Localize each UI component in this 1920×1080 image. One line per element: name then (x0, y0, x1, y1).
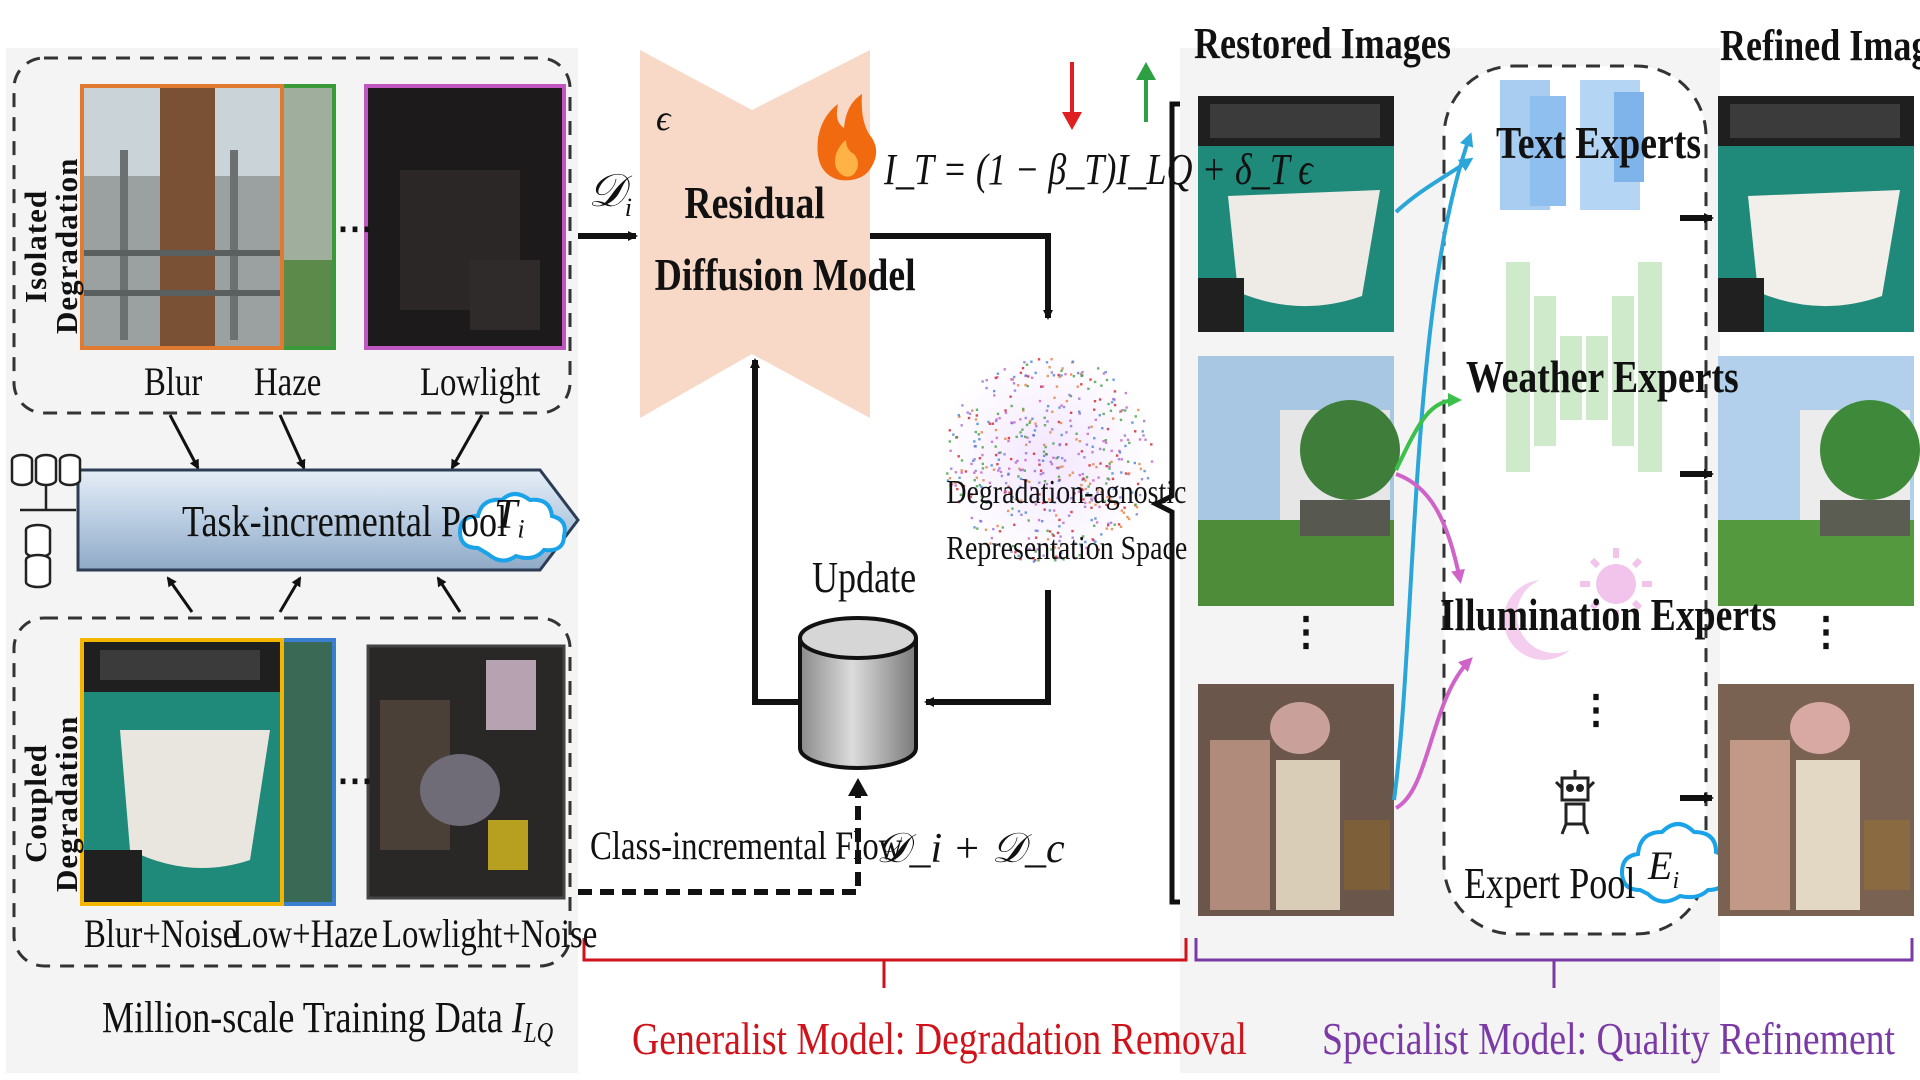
isolated-photo-blur-haze (80, 84, 336, 350)
illumination-experts-icon (1503, 548, 1652, 660)
label-lowlight: Lowlight (420, 359, 541, 404)
class-incremental-flow-symbol: 𝒟_i + 𝒟_c (876, 826, 1065, 872)
isolated-group-border (12, 56, 572, 415)
representation-noise (946, 358, 1154, 563)
equation: I_T = (1 − β_T)I_LQ + δ_T ϵ (884, 145, 1313, 194)
restored-vdots: ⋮ (1286, 609, 1326, 654)
diffusion-model-line1: Residual (684, 177, 826, 228)
task-pool-cloud-icon (457, 492, 567, 563)
refined-photo-illumination (1718, 684, 1914, 916)
expert-pool-label: Expert Pool (1464, 859, 1636, 908)
robot-icon (1554, 770, 1596, 835)
class-incremental-flow-label: Class-incremental Flow (590, 823, 903, 868)
class-incremental-flow-line (578, 784, 861, 895)
arrow-weather-to-illumexperts (1395, 472, 1465, 584)
diffusion-model-line2: Diffusion Model (654, 249, 916, 300)
generalist-bracket (582, 938, 1188, 962)
arrow-update-to-diffusion (750, 358, 800, 705)
restored-photo-text (1198, 96, 1394, 332)
text-experts-label: Text Experts (1496, 117, 1702, 168)
arrow-weather-to-weatherexperts (1394, 393, 1462, 471)
refined-vdots: ⋮ (1806, 609, 1846, 654)
arrow-haze-to-pool (278, 414, 306, 470)
arrow-space-to-update (924, 590, 1051, 707)
restored-photo-weather (1198, 356, 1400, 606)
label-lowlight-noise: Lowlight+Noise (382, 911, 598, 956)
epsilon-symbol: ϵ (656, 98, 671, 138)
expert-pool-cloud-icon (1619, 822, 1731, 904)
task-pool-label: Task-incremental Pool (182, 497, 508, 546)
arrow-blur-to-pool (168, 414, 200, 470)
flame-icon (817, 94, 877, 181)
isolated-ellipsis: ⋯ (337, 208, 373, 248)
arrow-pool-to-blurnoise (166, 576, 194, 613)
arrow-diffusion-to-space (870, 233, 1053, 320)
database-stack-icon (10, 453, 82, 589)
arrow-illum-to-textexperts (1392, 132, 1474, 801)
label-blur: Blur (144, 359, 203, 404)
restored-photo-illumination (1198, 684, 1394, 916)
arrow-illum-to-illumexperts (1394, 657, 1473, 810)
space-label-line1: Degradation-agnostic (946, 474, 1187, 511)
update-database-icon (798, 616, 918, 770)
refined-images-title: Refined Images (1720, 21, 1920, 70)
space-label-line2: Representation Space (946, 530, 1188, 567)
label-low-haze: Low+Haze (232, 911, 378, 956)
refined-photo-text (1718, 96, 1914, 332)
expert-pool-vdots: ⋮ (1576, 687, 1616, 732)
text-experts-icon (1500, 80, 1644, 210)
arrow-pool-to-lowlightnoise (436, 576, 462, 613)
specialist-caption: Specialist Model: Quality Refinement (1322, 1013, 1896, 1064)
generalist-caption: Generalist Model: Degradation Removal (632, 1013, 1247, 1064)
arrow-pool-to-lowhaze (278, 576, 302, 613)
input-dataset-symbol: 𝒟i (588, 165, 632, 223)
restored-images-brace (1150, 101, 1190, 905)
coupled-group-border (12, 616, 572, 968)
illumination-experts-label: Illumination Experts (1440, 589, 1777, 640)
restored-images-title: Restored Images (1194, 19, 1451, 68)
label-haze: Haze (254, 359, 322, 404)
arrow-lowlight-to-pool (450, 414, 484, 470)
coupled-photo-lowlightnoise (366, 644, 566, 900)
task-pool-symbol: Ti (494, 492, 525, 544)
label-blur-noise: Blur+Noise (84, 911, 238, 956)
diffusion-model-shape (640, 50, 870, 418)
update-label: Update (812, 553, 917, 602)
coupled-ellipsis: ⋯ (337, 760, 373, 800)
weather-experts-label: Weather Experts (1466, 351, 1739, 402)
refined-photo-weather (1718, 356, 1920, 606)
coupled-photo-blurnoise-lowhaze (80, 638, 336, 906)
representation-space-sphere (940, 350, 1156, 566)
weather-experts-icon (1506, 262, 1662, 472)
isolated-photo-lowlight (364, 84, 566, 350)
expert-pool-symbol: Ei (1648, 843, 1680, 894)
training-data-caption: Million-scale Training Data ILQ (102, 993, 554, 1049)
